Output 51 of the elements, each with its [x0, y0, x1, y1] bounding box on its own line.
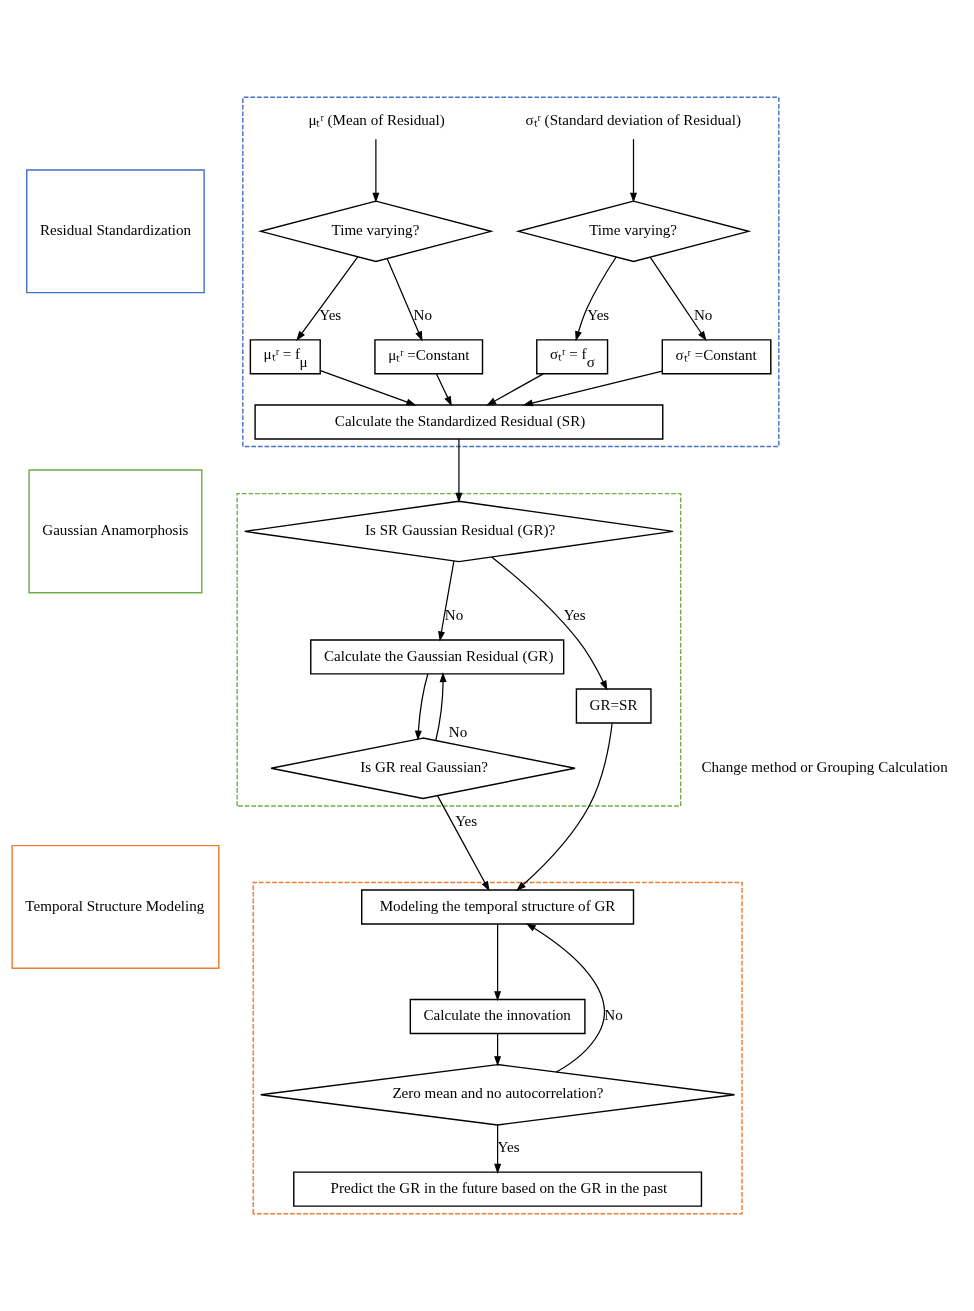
- node-diamond: Time varying?: [257, 200, 494, 263]
- edge-label: No: [444, 606, 464, 623]
- edge-label: No: [604, 1007, 623, 1024]
- arrow: [630, 138, 637, 203]
- edge-label: Yes: [563, 606, 586, 623]
- arrow: [494, 923, 502, 1002]
- arrow: [372, 138, 380, 203]
- arrow: [491, 556, 608, 691]
- node-box: Residual Standardization: [26, 169, 205, 294]
- edge-label: Yes: [319, 306, 342, 323]
- arrow: [414, 673, 429, 741]
- node-diamond: Is SR Gaussian Residual (GR)?: [244, 500, 674, 563]
- arrow: [438, 560, 455, 642]
- node-text: σₜʳ (Standard deviation of Residual): [525, 112, 742, 129]
- node-box: Calculate the Gaussian Residual (GR): [310, 639, 565, 675]
- node-box: Calculate the innovation: [409, 998, 586, 1035]
- node-box: GR=SR: [575, 688, 652, 724]
- arrow: [494, 1033, 502, 1067]
- arrow: [455, 438, 463, 503]
- edge-label: Yes: [587, 306, 610, 323]
- node-diamond: Zero mean and no autocorrelation?: [260, 1063, 736, 1126]
- arrow: [296, 256, 359, 341]
- node-box: μₜʳ =Constant: [374, 339, 484, 375]
- arrow: [525, 923, 606, 1073]
- node-box: Temporal Structure Modeling: [11, 844, 220, 970]
- arrow: [486, 373, 544, 406]
- node-diamond: Time varying?: [515, 200, 752, 263]
- node-box: Calculate the Standardized Residual (SR): [254, 404, 664, 440]
- cluster: [242, 96, 780, 448]
- edge-label: No: [448, 723, 468, 740]
- arrow: [435, 373, 452, 407]
- edge-label: Yes: [497, 1139, 520, 1156]
- edge-label: Yes: [455, 812, 478, 829]
- node-box: Modeling the temporal structure of GR: [361, 889, 635, 925]
- arrow: [319, 369, 417, 406]
- edge-label: No: [413, 306, 433, 323]
- edge-label: No: [693, 306, 713, 323]
- arrow: [435, 672, 447, 742]
- node-box: Predict the GR in the future based on the GR in the past: [293, 1171, 703, 1207]
- node-box: σₜʳ =Constant: [661, 339, 772, 375]
- node-box: Gaussian Anamorphosis: [28, 469, 203, 594]
- arrow: [575, 256, 617, 342]
- arrow: [649, 256, 707, 342]
- label: Change method or Grouping Calculation: [701, 758, 948, 775]
- node-diamond: Is GR real Gaussian?: [270, 737, 576, 800]
- arrow: [494, 1124, 502, 1174]
- arrow: [386, 258, 423, 342]
- arrow: [516, 722, 613, 891]
- arrow: [522, 370, 663, 407]
- node-text: μₜʳ (Mean of Residual): [308, 112, 445, 129]
- arrow: [437, 795, 490, 892]
